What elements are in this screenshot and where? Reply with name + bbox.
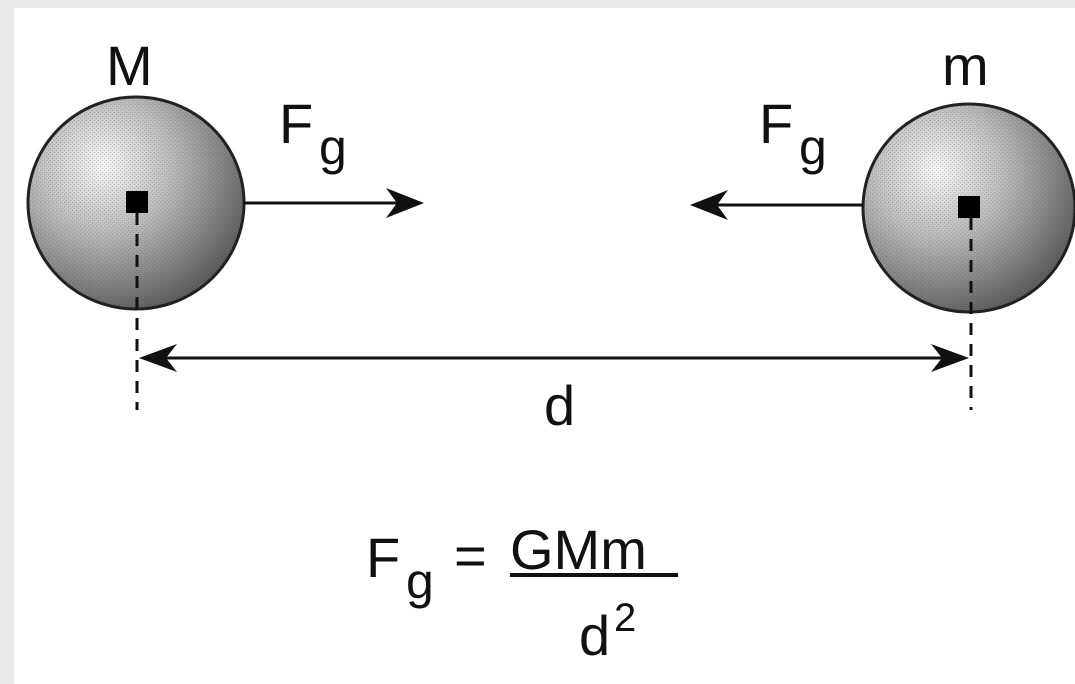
diagram-graphics: [26, 95, 1075, 410]
formula-numerator: GMm: [510, 518, 647, 581]
formula-lhs-subscript: g: [406, 553, 434, 609]
diagram-canvas: M m F g F g d F g = GMm d 2: [14, 8, 1075, 684]
fraction-bar: [510, 573, 678, 577]
formula-denominator-exponent: 2: [614, 596, 637, 640]
sphere-right: [861, 102, 1075, 314]
sphere-left: [26, 95, 246, 311]
mass-label-right: m: [942, 34, 989, 97]
force-arrow-left: [244, 188, 424, 218]
center-marker-right: [958, 196, 980, 218]
force-arrow-right: [690, 190, 863, 220]
formula-denominator-base: d: [579, 604, 611, 667]
center-marker-left: [126, 191, 148, 213]
mass-label-left: M: [106, 34, 153, 97]
formula-lhs-symbol: F: [366, 526, 401, 589]
force-symbol-left: F: [279, 92, 314, 155]
force-symbol-right: F: [759, 92, 794, 155]
distance-arrow: [139, 344, 969, 372]
force-subscript-right: g: [799, 119, 827, 175]
force-subscript-left: g: [319, 119, 347, 175]
formula-equals: =: [454, 524, 487, 587]
distance-label: d: [544, 374, 576, 437]
